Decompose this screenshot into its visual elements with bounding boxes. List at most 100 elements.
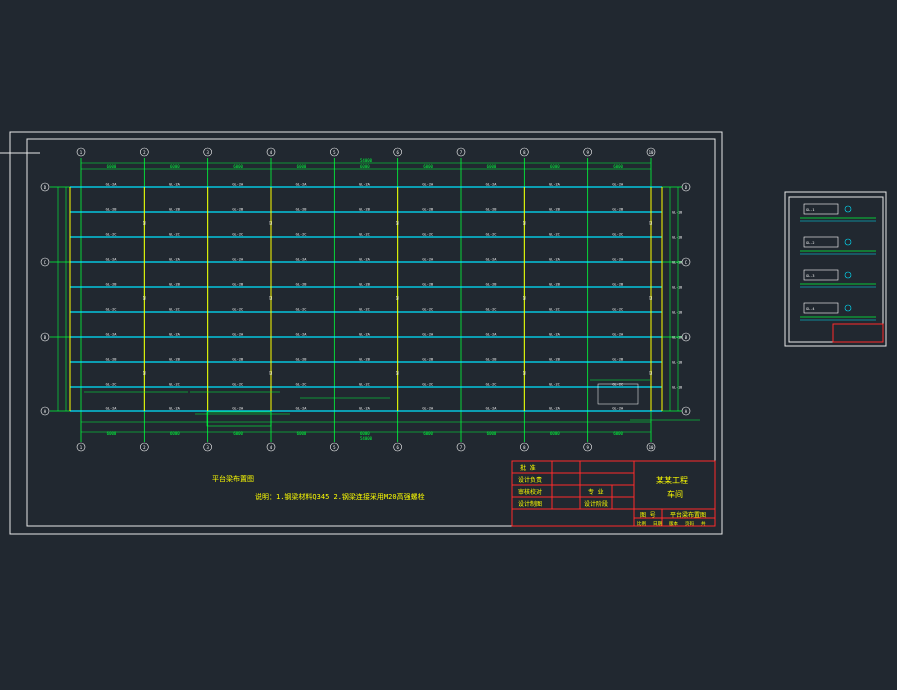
axis-bubble-label: 1 — [80, 150, 83, 155]
beam-tag: GL-2B — [169, 283, 180, 287]
dimension-label-top: 6000 — [613, 164, 623, 169]
tb-project-name: 某某工程 — [656, 476, 688, 485]
tb-bottom-cell: 版本 — [669, 520, 678, 527]
axis-bubble-side-label: D — [44, 185, 47, 190]
beam-tag: GL-2C — [422, 383, 433, 387]
axis-bubble-label: 3 — [206, 150, 209, 155]
beam-tag: GL-2C — [232, 233, 243, 237]
beam-tag: GL-2A — [422, 407, 434, 411]
axis-bubble — [330, 147, 339, 157]
axis-bubble-label: 8 — [523, 445, 526, 450]
beam-tag: GL-2A — [486, 407, 498, 411]
axis-bubble — [203, 442, 212, 452]
axis-bubble-label: 6 — [396, 150, 399, 155]
beam-tag: GL-2A — [232, 258, 244, 262]
beam-tag: GL-2B — [486, 208, 497, 212]
tb-row-1: 批 准 — [520, 464, 536, 472]
beam-tag: GL-2B — [422, 208, 433, 212]
beam-tag: GL-2A — [422, 258, 434, 262]
beam-tag: GL-2C — [296, 233, 307, 237]
thumb-detail-box — [803, 203, 839, 215]
axis-bubble-label: 8 — [523, 150, 526, 155]
main-sheet[interactable]: 6000600060006000600060006000600060006000… — [0, 131, 723, 535]
thumb-detail-label: GL-4 — [806, 307, 814, 311]
column-tag: GZ — [142, 221, 146, 225]
beam-tag: GL-2B — [296, 208, 307, 212]
tb-bottom-cell: 共 — [701, 520, 706, 527]
dimension-total-bottom: 54000 — [360, 436, 373, 441]
beam-tag: GL-2B — [296, 283, 307, 287]
beam-tag: GL-2C — [486, 233, 497, 237]
dimension-label-top: 6000 — [233, 164, 243, 169]
title-block[interactable]: 批 准 设计负责 审核校对 设计制图 专 业 设计阶段 某某工程 车间 图 号 … — [511, 460, 716, 527]
beam-tag: GL-2A — [612, 407, 624, 411]
beam-tag: GL-2A — [106, 333, 118, 337]
axis-bubble-label: 1 — [80, 445, 83, 450]
side-tag: GL-1B — [672, 361, 682, 365]
beam-tag: GL-2B — [232, 358, 243, 362]
beam-tag: GL-2A — [549, 407, 561, 411]
beam-tag: GL-2C — [612, 308, 623, 312]
beam-tag: GL-2B — [549, 208, 560, 212]
thumb-detail-box — [803, 302, 839, 314]
dimension-label-bottom: 6000 — [360, 431, 370, 436]
axis-bubble-side — [681, 332, 691, 342]
beam-tag: GL-2C — [486, 383, 497, 387]
beam-tag: GL-2B — [232, 208, 243, 212]
axis-bubble — [456, 442, 466, 452]
axis-bubble — [456, 147, 466, 157]
beam-tag: GL-2A — [486, 258, 498, 262]
beam-tag: GL-2C — [169, 233, 180, 237]
beam-tag: GL-2A — [169, 407, 181, 411]
dimension-label-top: 6000 — [107, 164, 117, 169]
beam-tag: GL-2A — [106, 183, 118, 187]
axis-labels: 6000600060006000600060006000600060006000… — [40, 147, 691, 452]
beam-tag: GL-2B — [106, 283, 117, 287]
sheet-inner-border — [26, 138, 716, 527]
beam-tag: GL-2A — [359, 183, 371, 187]
dimension-label-bottom: 6000 — [170, 431, 180, 436]
beam-tag: GL-2B — [612, 208, 623, 212]
axis-bubble-side — [40, 406, 50, 416]
beam-tag: GL-2C — [296, 383, 307, 387]
dimension-label-top: 6000 — [170, 164, 180, 169]
axis-bubble — [140, 442, 149, 452]
axis-bubble — [393, 442, 402, 452]
thumb-detail-mark — [844, 205, 852, 213]
thumbnail-sheet[interactable]: GL-1GL-2GL-3GL-4 — [784, 191, 887, 347]
beam-tag: GL-2C — [359, 383, 370, 387]
side-tag: GL-1B — [672, 336, 682, 340]
beam-tag: GL-2B — [612, 358, 623, 362]
thumb-detail-box — [803, 236, 839, 248]
beam-tag: GL-2B — [422, 283, 433, 287]
beam-tag: GL-2B — [359, 358, 370, 362]
axis-bubble-label: 7 — [460, 150, 463, 155]
axis-bubble-side — [40, 182, 50, 192]
column-tag: GZ — [396, 296, 400, 300]
beam-tag: GL-2A — [296, 258, 308, 262]
side-tag: GL-1B — [672, 286, 682, 290]
axis-bubble — [203, 147, 212, 157]
dimension-label-top: 6000 — [297, 164, 307, 169]
beam-tag: GL-2C — [232, 383, 243, 387]
beam-tag: GL-2A — [359, 407, 371, 411]
axis-bubble — [76, 147, 86, 157]
sheet-outer-border — [9, 131, 723, 535]
tb-row-2: 设计负责 — [518, 476, 542, 484]
side-tag: GL-1B — [672, 236, 682, 240]
beam-tag: GL-2A — [422, 333, 434, 337]
detail-box — [206, 411, 272, 427]
axis-bubble-label: 10 — [649, 445, 654, 450]
axis-bubble-label: 2 — [143, 150, 146, 155]
beam-tag: GL-2A — [296, 183, 308, 187]
column-tag: GZ — [396, 221, 400, 225]
beam-tag: GL-2B — [169, 208, 180, 212]
column-tag: GZ — [269, 221, 273, 225]
beam-tag: GL-2B — [296, 358, 307, 362]
side-tag: GL-1B — [672, 386, 682, 390]
thumb-title-block — [832, 323, 884, 343]
beam-tag: GL-2A — [169, 333, 181, 337]
beam-tag: GL-2B — [359, 283, 370, 287]
dimension-label-bottom: 6000 — [297, 431, 307, 436]
